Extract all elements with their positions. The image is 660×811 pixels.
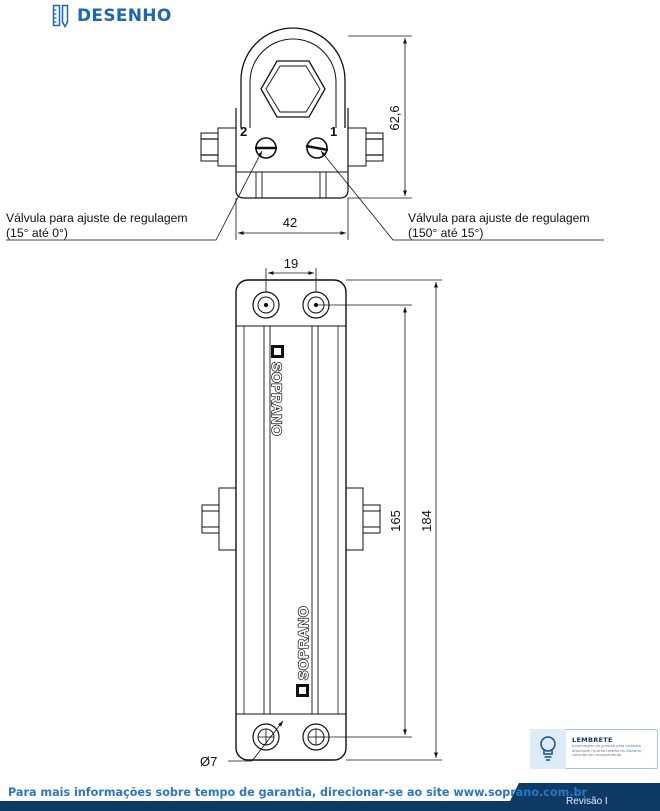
dim-hole-diameter bbox=[228, 720, 284, 762]
callout-right-line2: (150° até 15°) bbox=[408, 226, 483, 240]
valve-screw-2 bbox=[255, 137, 277, 159]
revision-label: Revisão I bbox=[566, 796, 608, 807]
hex-adjust-nut bbox=[260, 60, 326, 118]
brand-logo-upper: SOPRANO bbox=[268, 345, 286, 437]
dim-overall-length bbox=[346, 279, 442, 761]
section-title: DESENHO bbox=[77, 6, 172, 26]
section-header: DESENHO bbox=[52, 3, 172, 29]
front-view bbox=[201, 279, 381, 761]
dim-top-height bbox=[348, 35, 412, 199]
reminder-title: LEMBRETE bbox=[572, 736, 613, 744]
brand-logo-lower: SOPRANO bbox=[294, 605, 312, 697]
brand-mark-upper: SOPRANO bbox=[269, 362, 285, 436]
lightbulb-icon bbox=[540, 736, 556, 761]
dim-inner-length bbox=[316, 304, 412, 738]
dim-hole-diameter-label: Ø7 bbox=[200, 754, 217, 769]
top-view-left-fitting bbox=[200, 127, 237, 167]
warranty-note: Para mais informações sobre tempo de gar… bbox=[8, 786, 588, 799]
front-view-body bbox=[235, 279, 347, 761]
port-label-1: 1 bbox=[330, 124, 337, 139]
front-view-left-port bbox=[201, 487, 237, 551]
valve-screw-1 bbox=[305, 137, 329, 159]
brand-mark-lower: SOPRANO bbox=[295, 606, 311, 680]
callout-left-line1: Válvula para ajuste de regulagem bbox=[6, 211, 188, 225]
callout-leaders bbox=[6, 150, 604, 241]
dim-inner-length-label: 165 bbox=[388, 510, 403, 532]
footer-band bbox=[0, 801, 660, 811]
callout-right-line1: Válvula para ajuste de regulagem bbox=[408, 211, 590, 225]
front-view-right-port bbox=[345, 487, 381, 551]
port-label-2: 2 bbox=[240, 124, 247, 139]
top-view-base bbox=[235, 108, 349, 199]
top-view-right-fitting bbox=[347, 127, 384, 167]
mounting-hole-top-left bbox=[252, 291, 280, 319]
dim-top-width-label: 42 bbox=[283, 215, 297, 230]
top-view bbox=[200, 27, 384, 199]
dim-top-width bbox=[235, 198, 349, 240]
dim-top-height-label: 62,6 bbox=[387, 105, 402, 130]
reminder-text: Informações do produto para cadastro dis… bbox=[572, 744, 642, 758]
revision-tab bbox=[505, 783, 660, 811]
mounting-hole-bottom-left bbox=[252, 723, 280, 751]
reminder-box: LEMBRETE Informações do produto para cad… bbox=[530, 729, 658, 769]
ruler-pencil-icon bbox=[52, 4, 69, 28]
dim-overall-length-label: 184 bbox=[419, 510, 434, 532]
reminder-icon-panel bbox=[530, 729, 566, 769]
dim-hole-spacing-label: 19 bbox=[284, 256, 298, 271]
dim-hole-spacing bbox=[265, 268, 317, 292]
top-view-housing bbox=[240, 27, 346, 128]
callout-left-line2: (15° até 0°) bbox=[6, 226, 68, 240]
